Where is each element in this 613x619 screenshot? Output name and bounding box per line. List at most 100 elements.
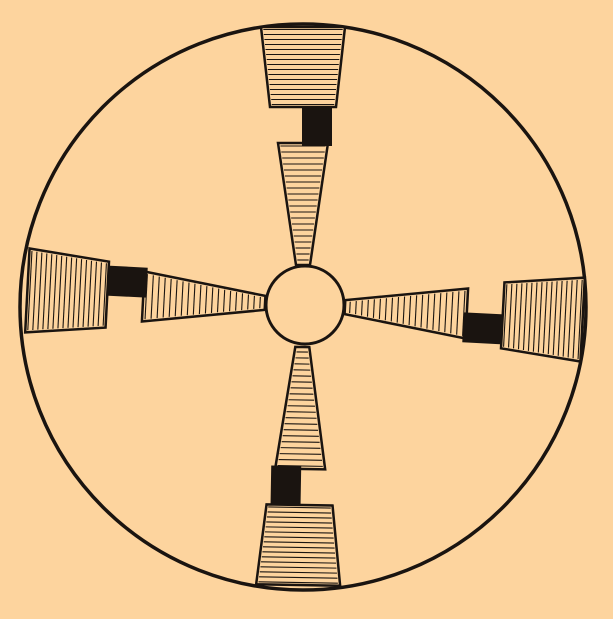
arm-left-inner-hatch xyxy=(259,296,261,309)
arm-bottom-outer-hatch xyxy=(260,566,337,569)
arm-left-outer-hatch xyxy=(82,259,88,327)
arm-left-inner-hatch xyxy=(162,277,166,318)
arm-bottom-inner-hatch xyxy=(285,417,317,419)
arm-right-outer-hatch xyxy=(547,281,553,355)
arm-right-outer-hatch xyxy=(562,280,568,357)
arm-left-inner-hatch xyxy=(204,286,208,314)
arm-left-inner-hatch xyxy=(216,288,220,313)
arm-bottom xyxy=(254,345,342,587)
arm-bottom-outer-hatch xyxy=(265,526,333,529)
arm-left-inner-hatch xyxy=(253,295,255,309)
arm-left-outer-hatch xyxy=(52,255,58,329)
arm-right-outer-hatch xyxy=(508,283,513,348)
arm-right-outer-hatch xyxy=(517,283,523,350)
arm-right-inner-hatch xyxy=(420,294,424,328)
arm-top-filled-block xyxy=(302,101,332,146)
arm-right-inner-hatch xyxy=(355,301,357,315)
arm-left-outer-hatch xyxy=(32,251,38,331)
arm-right-outer-hatch xyxy=(542,281,548,354)
arm-right-inner-hatch xyxy=(390,297,394,322)
arm-right-outer-hatch xyxy=(503,284,508,347)
arm-right-inner-hatch xyxy=(408,295,412,326)
arm-bottom-outer-hatch xyxy=(266,521,333,524)
arm-right-inner-hatch xyxy=(456,291,460,335)
arm-right-inner-hatch xyxy=(426,294,430,329)
arm-right-inner-hatch xyxy=(349,301,351,314)
center-hub xyxy=(264,264,346,346)
arm-bottom-outer-hatch xyxy=(259,571,337,574)
arm-left-outer-hatch xyxy=(57,255,63,329)
arm-right-inner-hatch xyxy=(384,298,388,321)
arm-bottom-outer-hatch xyxy=(268,506,331,509)
arm-right-inner-hatch xyxy=(366,299,369,317)
arm-right-inner-hatch xyxy=(360,300,363,316)
arm-bottom-inner-hatch xyxy=(279,453,322,455)
arm-left-inner-hatch xyxy=(210,287,214,313)
arm-left-inner-hatch xyxy=(241,293,244,311)
arm-right-outer-hatch xyxy=(532,282,538,352)
arm-bottom-outer-hatch xyxy=(264,536,334,539)
arm-bottom-outer-wedge xyxy=(254,503,342,587)
arm-bottom-inner-hatch xyxy=(280,447,321,449)
arm-right-outer-hatch xyxy=(522,283,528,351)
arm-left-inner-hatch xyxy=(222,289,226,312)
arm-left-inner-hatch xyxy=(150,275,154,319)
arm-bottom-outer-hatch xyxy=(259,576,338,579)
arm-bottom-outer-hatch xyxy=(261,561,337,564)
arm-bottom-inner-hatch xyxy=(284,423,318,425)
arm-left-inner-hatch xyxy=(186,282,190,316)
arm-bottom-outer-hatch xyxy=(264,531,334,534)
arm-left-outer-hatch xyxy=(42,253,48,330)
arm-left-outer-hatch xyxy=(72,258,78,328)
arm-bottom-outer-hatch xyxy=(261,556,336,559)
arm-bottom-inner-hatch xyxy=(278,459,323,461)
arm-right-inner-hatch xyxy=(438,293,442,332)
arm-bottom-outer-hatch xyxy=(262,546,335,549)
arm-right-inner-hatch xyxy=(432,293,436,330)
arm-left-inner-hatch xyxy=(168,278,172,317)
arm-bottom-inner-hatch xyxy=(282,435,319,437)
arm-right-inner-hatch xyxy=(396,297,400,323)
arm-right-inner-hatch xyxy=(402,296,406,324)
arm-left-outer-hatch xyxy=(87,260,93,327)
arm-left-inner-hatch xyxy=(180,281,184,316)
arm-left-outer-hatch xyxy=(92,261,98,327)
arm-bottom-inner-hatch xyxy=(283,429,319,431)
arm-right-outer-hatch xyxy=(567,280,573,358)
arm-bottom-outer-hatch xyxy=(266,516,332,519)
arm-bottom-outer-hatch xyxy=(263,541,335,544)
outer-disc xyxy=(18,22,588,592)
arm-left-inner-hatch xyxy=(198,284,202,315)
arm-left-outer-hatch xyxy=(37,252,43,330)
arm-bottom-outer-hatch xyxy=(262,551,336,554)
arm-left-inner-hatch xyxy=(235,292,238,311)
arm-right-inner-hatch xyxy=(372,299,375,318)
arm-right-outer-hatch xyxy=(527,282,533,351)
arm-top xyxy=(259,25,347,267)
arm-right-outer-hatch xyxy=(552,281,558,355)
arm-left xyxy=(23,247,267,334)
arm-left-inner-hatch xyxy=(229,290,232,312)
arm-right xyxy=(343,276,587,363)
arm-right-outer-hatch xyxy=(557,280,563,356)
arm-left-outer-hatch xyxy=(77,259,83,328)
arm-right-outer-hatch xyxy=(572,279,578,359)
arm-left-outer-hatch xyxy=(67,257,73,328)
arm-left-outer-hatch xyxy=(97,262,102,327)
arm-right-outer-hatch xyxy=(577,279,583,360)
arm-left-outer-hatch xyxy=(47,254,53,330)
arm-bottom-inner-hatch xyxy=(286,411,316,413)
arm-right-outer-hatch xyxy=(512,283,518,349)
arm-left-inner-hatch xyxy=(156,276,160,319)
arm-right-outer-hatch xyxy=(537,282,543,353)
arm-right-inner-hatch xyxy=(378,298,381,320)
arm-bottom-outer-hatch xyxy=(267,511,332,514)
arm-top-outer-wedge xyxy=(259,25,347,109)
arm-left-outer-hatch xyxy=(27,250,33,331)
arm-bottom-inner-hatch xyxy=(281,441,320,443)
arm-left-outer-hatch xyxy=(62,256,68,329)
arm-right-inner-hatch xyxy=(444,292,448,333)
arm-right-inner-hatch xyxy=(450,291,454,334)
arm-left-inner-hatch xyxy=(174,280,178,317)
